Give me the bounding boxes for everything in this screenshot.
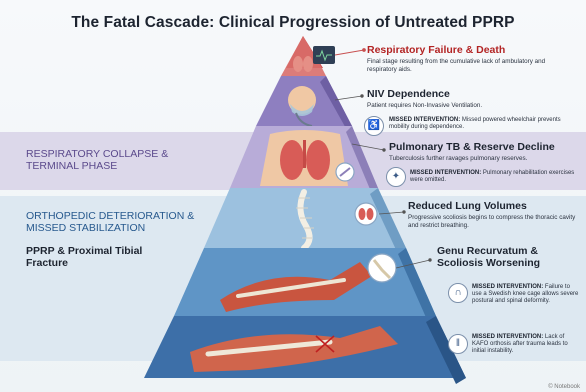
missed-intervention-4: MISSED INTERVENTION: Lack of KAFO orthos… xyxy=(472,334,580,356)
stage-heading: Pulmonary TB & Reserve Decline xyxy=(389,141,579,153)
missed-label: MISSED INTERVENTION: xyxy=(472,284,543,290)
stage-heading: Reduced Lung Volumes xyxy=(408,200,578,212)
stage-description: Tuberculosis further ravages pulmonary r… xyxy=(389,155,579,163)
stage-niv-dependence: NIV Dependence Patient requires Non-Inva… xyxy=(367,88,567,110)
kafo-orthosis-icon: ‖ xyxy=(448,334,468,354)
exercise-icon: ✦ xyxy=(386,167,406,187)
stage-description: Patient requires Non-Invasive Ventilatio… xyxy=(367,102,567,110)
stage-heading: Respiratory Failure & Death xyxy=(367,44,567,56)
missed-label: MISSED INTERVENTION: xyxy=(389,117,460,123)
stage-description: Final stage resulting from the cumulativ… xyxy=(367,58,567,73)
missed-intervention-1: MISSED INTERVENTION: Missed powered whee… xyxy=(389,117,569,131)
lungs-icon xyxy=(280,140,304,180)
stage-respiratory-failure: Respiratory Failure & Death Final stage … xyxy=(367,44,567,73)
stage-reduced-lung-volumes: Reduced Lung Volumes Progressive scolios… xyxy=(408,200,578,229)
lung-inset-icon xyxy=(355,203,377,225)
lungs-apex-icon xyxy=(293,56,303,72)
missed-label: MISSED INTERVENTION: xyxy=(472,334,543,340)
wheelchair-icon: ♿ xyxy=(364,116,384,136)
missed-intervention-2: MISSED INTERVENTION: Pulmonary rehabilit… xyxy=(410,170,578,184)
missed-intervention-3: MISSED INTERVENTION: Failure to use a Sw… xyxy=(472,284,580,306)
missed-label: MISSED INTERVENTION: xyxy=(410,170,481,176)
stage-description: Progressive scoliosis begins to compress… xyxy=(408,214,578,229)
stage-genu-recurvatum: Genu Recurvatum & Scoliosis Worsening xyxy=(437,245,577,269)
watermark: © Notebook xyxy=(548,384,580,390)
stage-heading: Genu Recurvatum & Scoliosis Worsening xyxy=(437,245,577,269)
stage-heading: NIV Dependence xyxy=(367,88,567,100)
knee-brace-icon: ∩ xyxy=(448,283,468,303)
stage-pulmonary-tb: Pulmonary TB & Reserve Decline Tuberculo… xyxy=(389,141,579,163)
